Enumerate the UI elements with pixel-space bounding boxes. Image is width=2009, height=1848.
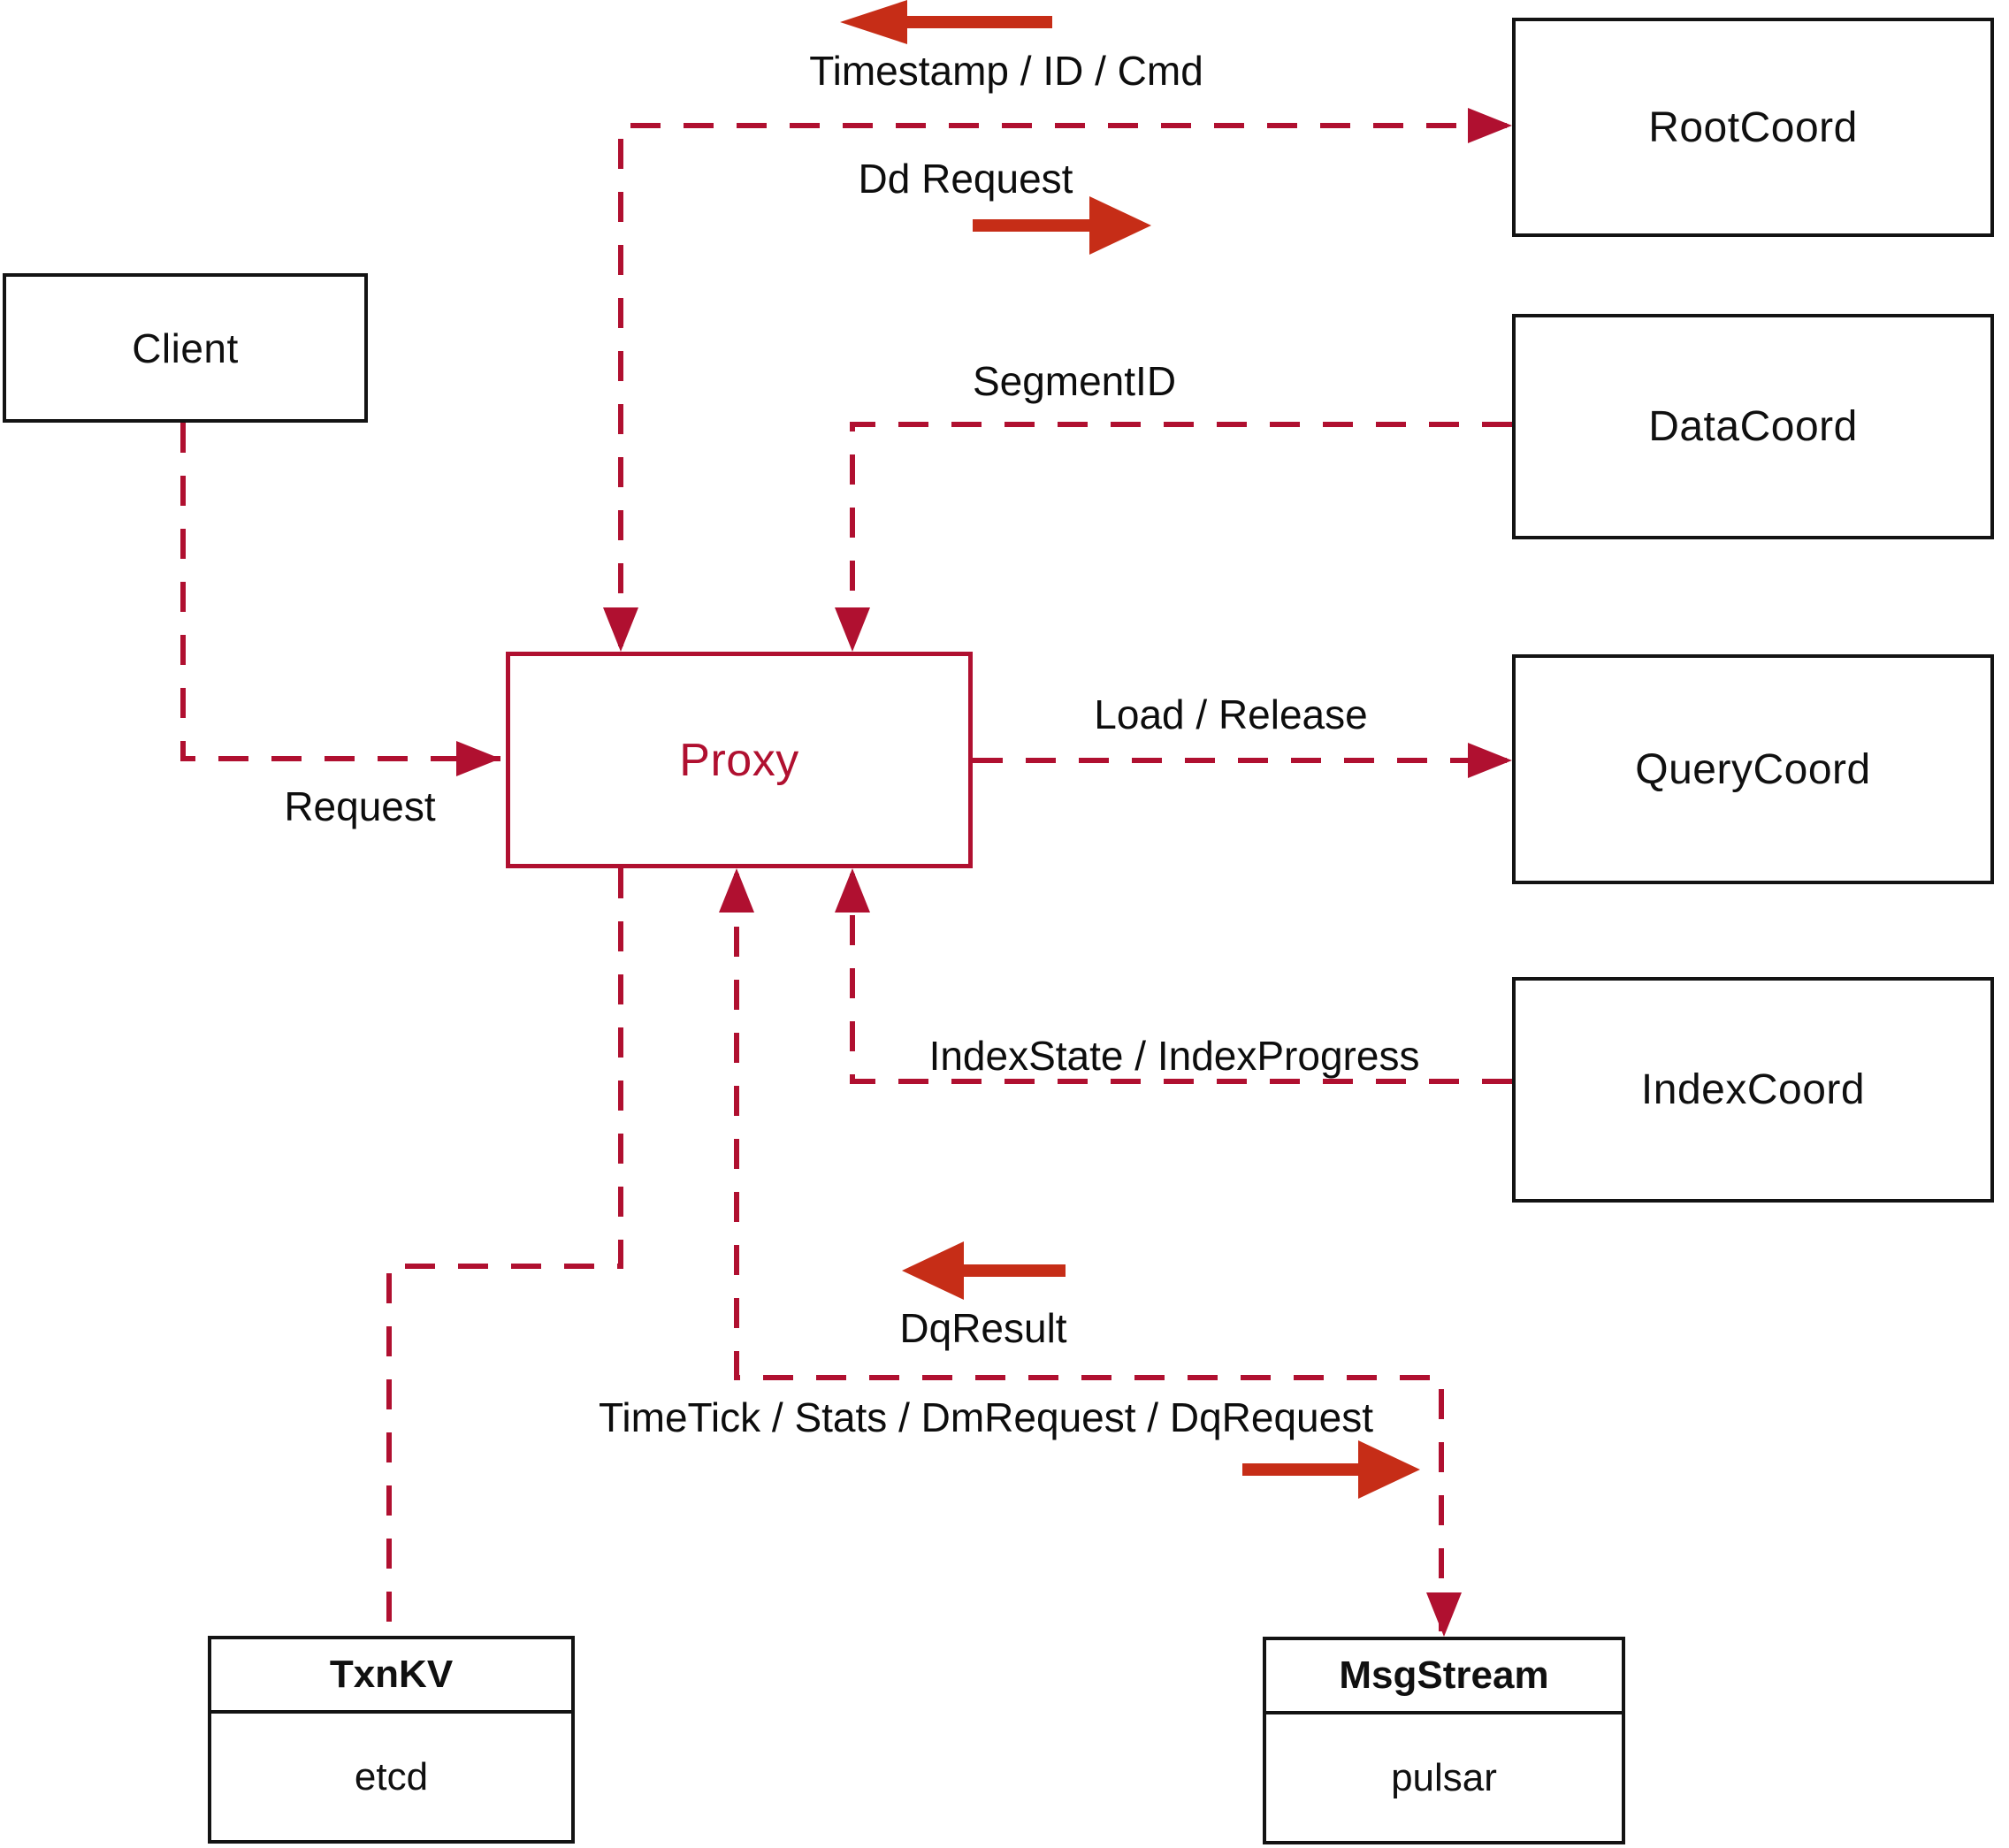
- node-msgstream-title: MsgStream: [1266, 1640, 1622, 1714]
- dqresult-arrow-icon: [902, 1241, 1066, 1300]
- direction-arrows: [840, 0, 1420, 1499]
- edge-label-request: Request: [284, 783, 436, 829]
- arrowhead-into-proxy-top-left-icon: [603, 607, 638, 652]
- edge-label-timetick-stats-dmrequest-dqrequest: TimeTick / Stats / DmRequest / DqRequest: [599, 1394, 1373, 1440]
- node-msgstream: MsgStream pulsar: [1263, 1637, 1625, 1844]
- node-querycoord-label: QueryCoord: [1635, 745, 1871, 793]
- node-querycoord: QueryCoord: [1512, 654, 1994, 884]
- edge-label-dqresult: DqResult: [899, 1305, 1067, 1351]
- node-indexcoord-label: IndexCoord: [1640, 1066, 1866, 1113]
- arrowhead-into-proxy-bottom-right-icon: [835, 868, 870, 913]
- arrowhead-into-rootcoord-icon: [1468, 108, 1512, 143]
- node-txnkv-value: etcd: [354, 1754, 429, 1798]
- node-proxy-label: Proxy: [679, 734, 799, 786]
- node-msgstream-value: pulsar: [1391, 1755, 1497, 1799]
- edge-label-dd-request: Dd Request: [858, 156, 1073, 202]
- node-datacoord-label: DataCoord: [1648, 403, 1858, 450]
- arrowhead-into-proxy-top-right-icon: [835, 607, 870, 652]
- edge-label-load-release: Load / Release: [1094, 691, 1368, 737]
- node-client-label: Client: [132, 325, 239, 371]
- node-proxy: Proxy: [506, 652, 973, 868]
- rootcoord-response-arrow-icon: [840, 0, 1052, 44]
- node-txnkv-title: TxnKV: [211, 1639, 571, 1714]
- edge-proxy-rootcoord: [618, 123, 1507, 646]
- node-datacoord: DataCoord: [1512, 314, 1994, 539]
- node-rootcoord: RootCoord: [1512, 18, 1994, 237]
- dashed-connectors: [180, 123, 1512, 1634]
- edge-datacoord-proxy: [850, 422, 1512, 646]
- node-indexcoord: IndexCoord: [1512, 977, 1994, 1203]
- dm-dq-request-arrow-icon: [1242, 1440, 1420, 1499]
- arrowhead-into-proxy-left-icon: [456, 741, 500, 776]
- edge-label-indexstate-indexprogress: IndexState / IndexProgress: [928, 1033, 1420, 1079]
- edge-label-segment-id: SegmentID: [972, 358, 1177, 404]
- arrowhead-into-msgstream-icon: [1426, 1592, 1462, 1637]
- node-client: Client: [3, 273, 368, 423]
- edge-client-proxy: [180, 423, 500, 761]
- edge-label-timestamp-id-cmd: Timestamp / ID / Cmd: [809, 48, 1203, 94]
- dd-request-arrow-icon: [973, 196, 1151, 255]
- node-txnkv: TxnKV etcd: [208, 1636, 575, 1844]
- arrowhead-into-proxy-bottom-left-icon: [719, 868, 754, 913]
- node-rootcoord-label: RootCoord: [1648, 103, 1858, 151]
- edge-indexcoord-proxy: [850, 874, 1512, 1084]
- arrowhead-into-querycoord-icon: [1468, 743, 1512, 778]
- dashed-arrowheads: [456, 108, 1512, 1637]
- edge-proxy-msgstream: [734, 874, 1444, 1631]
- edge-proxy-txnkv: [386, 868, 623, 1634]
